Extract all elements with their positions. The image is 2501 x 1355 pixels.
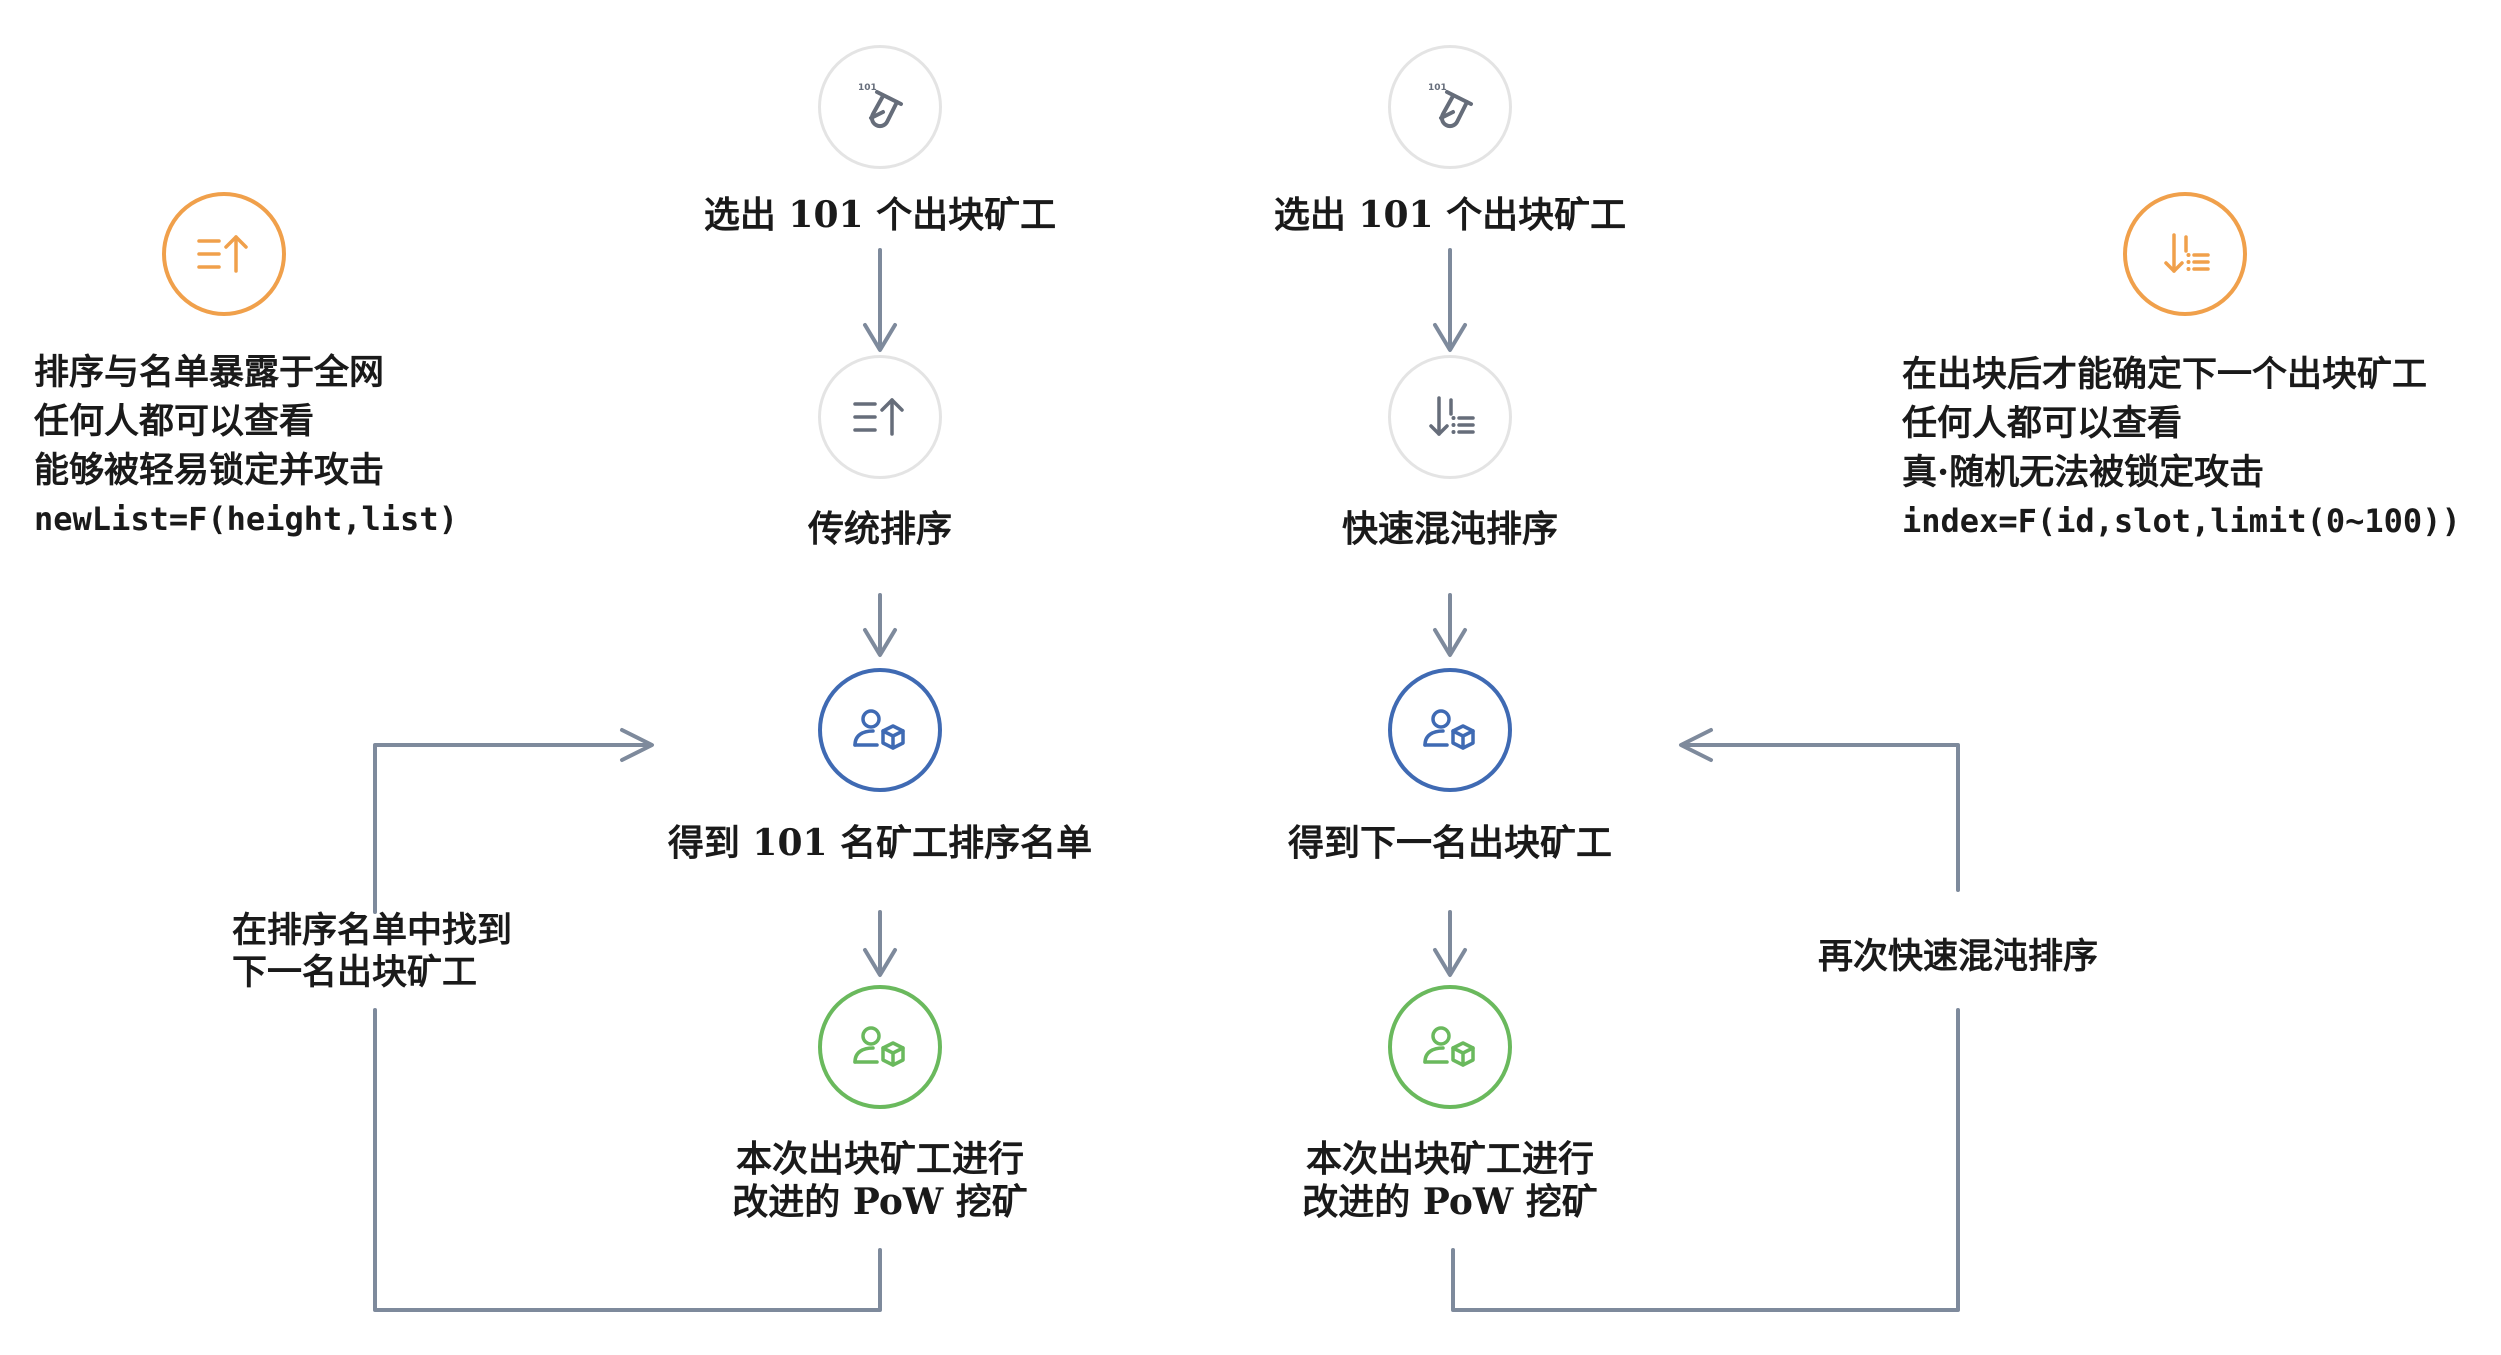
left-step1-circle: 101 — [818, 45, 942, 169]
arrowhead-left-1 — [863, 323, 897, 352]
sort-ascending-icon — [853, 398, 904, 436]
loop-right-top — [1683, 743, 1960, 892]
left-note-line-2: 任何人都可以查看 — [34, 401, 315, 442]
left-note: 排序与名单暴露于全网 任何人都可以查看 能够被轻易锁定并攻击 newList=F… — [34, 348, 458, 544]
right-step4-circle — [1388, 985, 1512, 1109]
left-step3-circle — [818, 668, 942, 792]
icon-101-text: 101 — [858, 83, 877, 93]
loop-left-top — [373, 743, 650, 914]
left-step4-label-line-1: 本次出块矿工进行 — [735, 1138, 1024, 1180]
right-step1-circle: 101 — [1388, 45, 1512, 169]
left-note-formula: newList=F(height,list) — [34, 500, 458, 538]
left-loop-label-line-2: 下一名出块矿工 — [232, 952, 478, 993]
right-step3-label: 得到下一名出块矿工 — [1287, 822, 1613, 864]
right-note: 在出块后才能确定下一个出块矿工 任何人都可以查看 真·随机无法被锁定攻击 ind… — [1902, 350, 2461, 546]
right-step2-label: 快速混沌排序 — [1341, 508, 1559, 550]
arrowhead-right-2 — [1433, 628, 1467, 657]
left-step4-label: 本次出块矿工进行 改进的 PoW 挖矿 — [732, 1138, 1028, 1224]
arrowhead-loop-right — [1679, 728, 1713, 762]
user-box-icon — [1423, 709, 1475, 750]
arrowhead-right-1 — [1433, 323, 1467, 352]
sort-ascending-icon — [197, 235, 248, 273]
right-step4-label-line-2: 改进的 PoW 挖矿 — [1302, 1181, 1598, 1224]
test-tube-101-icon: 101 — [858, 83, 903, 129]
left-step2-circle — [818, 355, 942, 479]
left-note-sort-icon-circle — [162, 192, 286, 316]
arrowhead-loop-left — [620, 728, 654, 762]
right-step4-label: 本次出块矿工进行 改进的 PoW 挖矿 — [1302, 1138, 1598, 1224]
right-loop-label-line-1: 再次快速混沌排序 — [1817, 936, 2099, 977]
loop-left-bottom — [373, 1008, 882, 1312]
arrowhead-right-3 — [1433, 948, 1467, 977]
right-step1-label: 选出 101 个出块矿工 — [1273, 194, 1627, 236]
right-step4-label-line-1: 本次出块矿工进行 — [1305, 1138, 1594, 1180]
arrowhead-left-3 — [863, 948, 897, 977]
arrowhead-left-2 — [863, 628, 897, 657]
user-box-icon — [853, 709, 905, 750]
left-step3-label: 得到 101 名矿工排序名单 — [667, 822, 1093, 864]
right-loop-label: 再次快速混沌排序 — [1817, 930, 2099, 984]
right-step3-circle — [1388, 668, 1512, 792]
left-note-line-1: 排序与名单暴露于全网 — [34, 352, 385, 393]
user-box-icon — [853, 1026, 905, 1067]
right-note-line-1: 在出块后才能确定下一个出块矿工 — [1902, 354, 2428, 395]
left-step2-label: 传统排序 — [807, 508, 953, 550]
loop-right-bottom — [1451, 1008, 1960, 1312]
icon-101-text: 101 — [1428, 83, 1447, 93]
right-note-shuffle-icon-circle — [2123, 192, 2247, 316]
left-step4-label-line-2: 改进的 PoW 挖矿 — [732, 1181, 1028, 1224]
right-step2-circle — [1388, 355, 1512, 479]
right-note-line-3: 真·随机无法被锁定攻击 — [1902, 452, 2265, 493]
sort-shuffle-icon — [2164, 233, 2210, 273]
left-step1-label: 选出 101 个出块矿工 — [703, 194, 1057, 236]
left-loop-label-line-1: 在排序名单中找到 — [232, 910, 513, 951]
left-loop-label: 在排序名单中找到 下一名出块矿工 — [232, 910, 512, 994]
left-step4-circle — [818, 985, 942, 1109]
user-box-icon — [1423, 1026, 1475, 1067]
right-note-line-2: 任何人都可以查看 — [1902, 403, 2183, 444]
sort-shuffle-icon — [1429, 396, 1475, 436]
left-note-line-3: 能够被轻易锁定并攻击 — [34, 450, 385, 491]
right-note-formula: index=F(id,slot,limit(0~100)) — [1902, 502, 2461, 540]
test-tube-101-icon: 101 — [1428, 83, 1473, 129]
